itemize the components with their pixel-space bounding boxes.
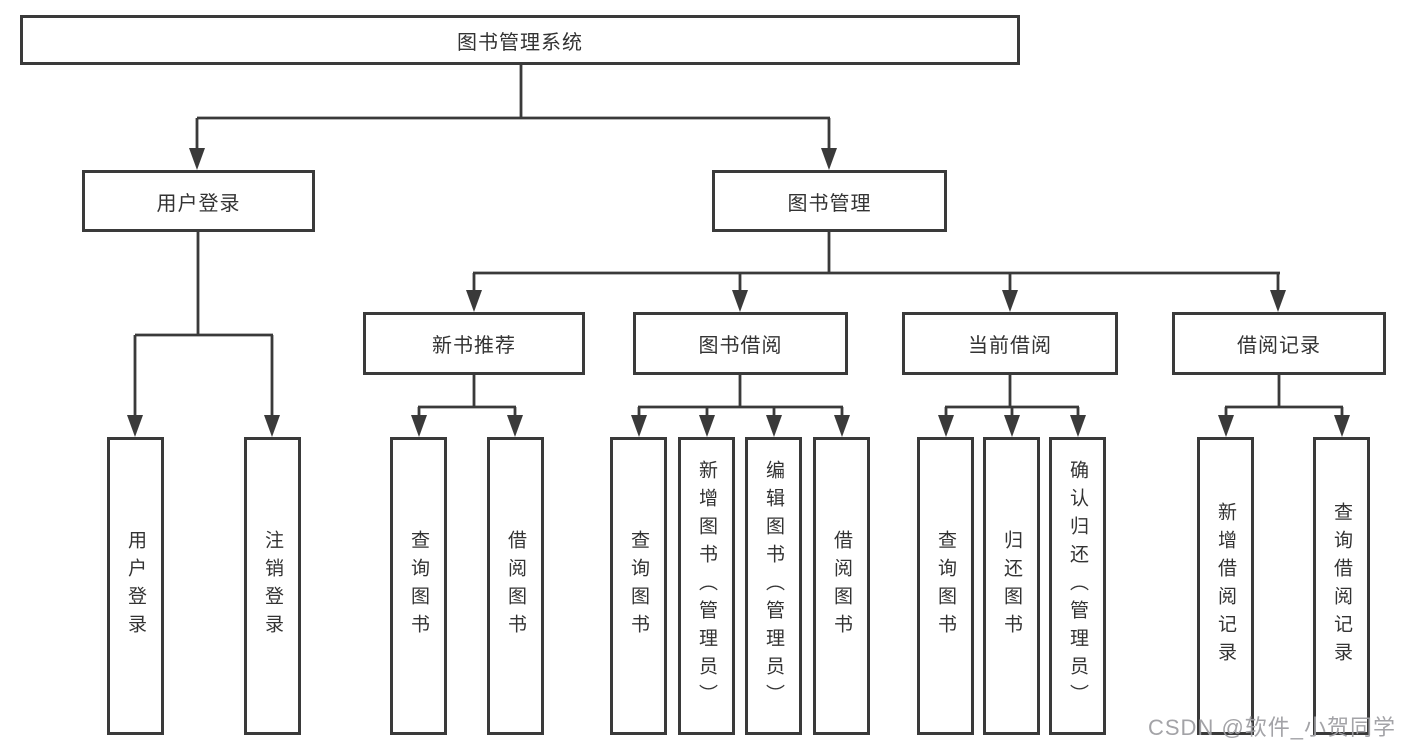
leaf-label: 用户登录: [125, 530, 146, 642]
arrowhead-icon: [699, 415, 715, 437]
arrowhead-icon: [1070, 415, 1086, 437]
leaf-label: 注销登录: [262, 530, 283, 642]
node-label: 用户登录: [156, 192, 241, 215]
leaf-query-books: 查询图书: [610, 437, 667, 735]
node-library-management-system: 图书管理系统: [20, 15, 1020, 65]
node-label: 新书推荐: [432, 335, 516, 357]
leaf-add-borrow-record: 新增借阅记录: [1197, 437, 1254, 735]
arrowhead-icon: [1270, 290, 1286, 312]
arrowhead-icon: [821, 148, 837, 170]
node-label: 当前借阅: [968, 335, 1052, 357]
node-book-management: 图书管理: [712, 170, 947, 232]
arrowhead-icon: [466, 290, 482, 312]
arrowhead-icon: [189, 148, 205, 170]
node-label: 图书管理系统: [457, 31, 583, 54]
arrowhead-icon: [1218, 415, 1234, 437]
node-new-book-recommendation: 新书推荐: [363, 312, 585, 375]
arrowhead-icon: [834, 415, 850, 437]
leaf-label: 查询借阅记录: [1331, 502, 1352, 670]
arrowhead-icon: [1334, 415, 1350, 437]
arrowhead-icon: [766, 415, 782, 437]
arrowhead-icon: [732, 290, 748, 312]
arrowhead-icon: [631, 415, 647, 437]
leaf-edit-books-admin: 编辑图书（管理员）: [745, 437, 802, 735]
leaf-label: 确认归还（管理员）: [1067, 460, 1088, 712]
leaf-label: 新增图书（管理员）: [696, 460, 717, 712]
leaf-add-books-admin: 新增图书（管理员）: [678, 437, 735, 735]
arrowhead-icon: [938, 415, 954, 437]
node-book-borrowing: 图书借阅: [633, 312, 848, 375]
leaf-query-borrow-record: 查询借阅记录: [1313, 437, 1370, 735]
arrowhead-icon: [507, 415, 523, 437]
node-borrowing-records: 借阅记录: [1172, 312, 1386, 375]
leaf-return-books: 归还图书: [983, 437, 1040, 735]
arrowhead-icon: [127, 415, 143, 437]
node-label: 图书管理: [787, 192, 872, 215]
arrowhead-icon: [411, 415, 427, 437]
leaf-confirm-return-admin: 确认归还（管理员）: [1049, 437, 1106, 735]
leaf-logout: 注销登录: [244, 437, 301, 735]
leaf-borrow-books: 借阅图书: [813, 437, 870, 735]
leaf-label: 查询图书: [408, 530, 429, 642]
node-label: 借阅记录: [1237, 335, 1321, 357]
node-label: 图书借阅: [698, 335, 783, 357]
arrowhead-icon: [1002, 290, 1018, 312]
leaf-label: 查询图书: [628, 530, 649, 642]
leaf-label: 编辑图书（管理员）: [763, 460, 784, 712]
leaf-label: 归还图书: [1001, 530, 1022, 642]
node-current-borrowing: 当前借阅: [902, 312, 1118, 375]
arrowhead-icon: [264, 415, 280, 437]
leaf-query-books: 查询图书: [917, 437, 974, 735]
arrowhead-icon: [1004, 415, 1020, 437]
leaf-query-books: 查询图书: [390, 437, 447, 735]
leaf-label: 查询图书: [935, 530, 956, 642]
leaf-borrow-books: 借阅图书: [487, 437, 544, 735]
node-user-login: 用户登录: [82, 170, 315, 232]
csdn-watermark: CSDN @软件_小贺同学: [1148, 715, 1397, 740]
leaf-label: 借阅图书: [505, 530, 526, 642]
leaf-user-login: 用户登录: [107, 437, 164, 735]
leaf-label: 新增借阅记录: [1215, 502, 1236, 670]
leaf-label: 借阅图书: [831, 530, 852, 642]
